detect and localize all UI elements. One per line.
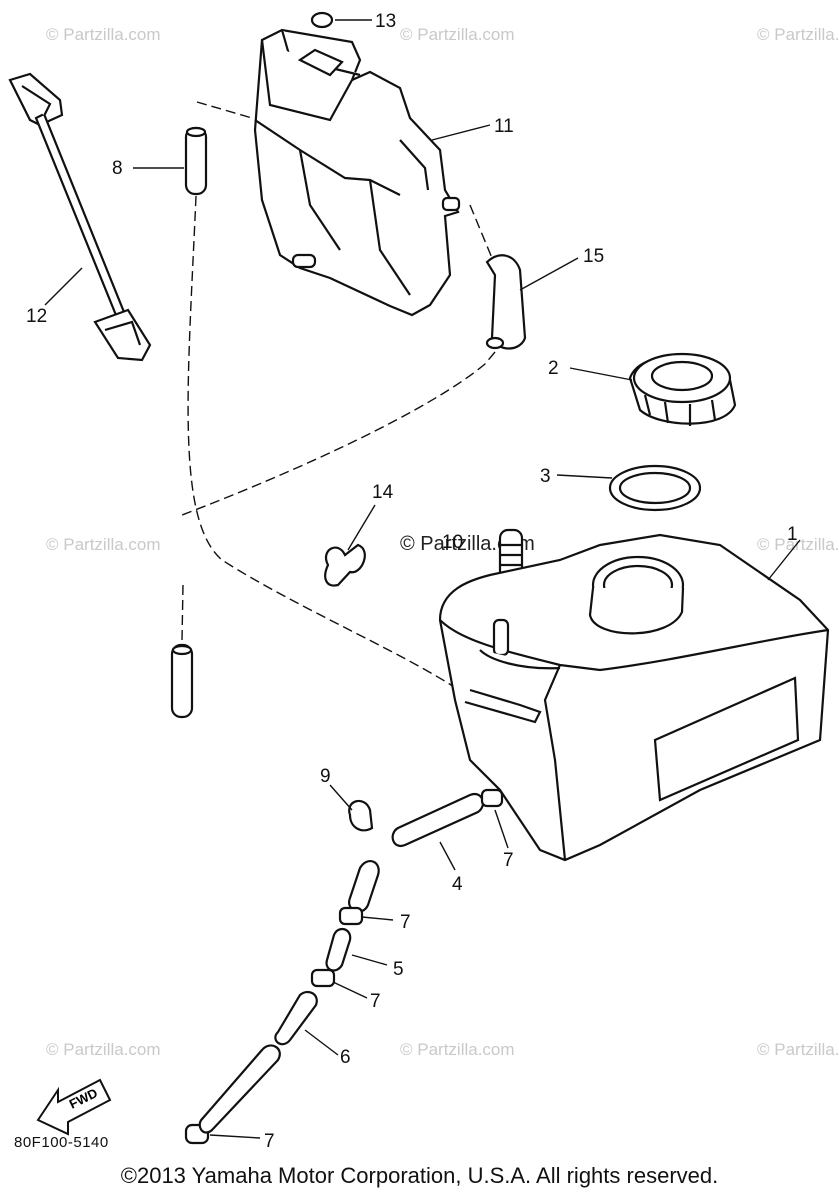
callout-6: 6: [340, 1047, 351, 1068]
callout-11: 11: [494, 116, 514, 137]
part-9-clip: [348, 799, 374, 832]
part-15-elbow-hose: [485, 254, 527, 350]
part-6-hose: [198, 990, 318, 1134]
part-4-hose: [348, 792, 485, 913]
callout-8: 8: [112, 158, 123, 179]
part-11-reservoir: [253, 28, 461, 317]
callout-7: 7: [503, 850, 514, 871]
fwd-arrow: FWD: [36, 1078, 112, 1136]
callout-7: 7: [400, 912, 411, 933]
callouts: 13 11 8 12 15 2 3 14 10 1 9 4 7 7 5 7 6 …: [26, 11, 798, 1152]
callout-1: 1: [787, 524, 798, 545]
callout-13: 13: [375, 11, 396, 32]
callout-4: 4: [452, 874, 463, 895]
callout-10: 10: [442, 532, 463, 553]
watermark: © Partzilla.com: [757, 1040, 839, 1059]
watermark: © Partzilla.com: [46, 1040, 161, 1059]
watermark: © Partzilla.com: [757, 25, 839, 44]
part-12-strap: [8, 72, 152, 362]
part-1-fuel-tank: [438, 533, 830, 862]
leader-lines: [44, 19, 801, 1139]
callout-15: 15: [583, 246, 604, 267]
part-5-joint: [325, 927, 352, 972]
part-7-clamp: [310, 968, 336, 988]
callout-14: 14: [372, 482, 394, 503]
part-7-clamp: [338, 906, 364, 926]
vent-hose-lower: [170, 643, 194, 719]
watermark: © Partzilla.com: [400, 25, 515, 44]
watermark: © Partzilla.com: [46, 535, 161, 554]
callout-12: 12: [26, 306, 47, 327]
watermark: © Partzilla.com: [757, 535, 839, 554]
callout-5: 5: [393, 959, 404, 980]
callout-7: 7: [370, 991, 381, 1012]
watermark: © Partzilla.com: [400, 1040, 515, 1059]
part-14-clip: [324, 543, 366, 587]
copyright-notice: ©2013 Yamaha Motor Corporation, U.S.A. A…: [120, 1163, 719, 1188]
diagram-part-number: 80F100-5140: [14, 1134, 109, 1151]
part-2-fuel-cap: [628, 352, 737, 426]
watermarks: © Partzilla.com © Partzilla.com © Partzi…: [46, 25, 839, 1059]
callout-3: 3: [540, 466, 551, 487]
callout-7: 7: [264, 1131, 275, 1152]
callout-9: 9: [320, 766, 331, 787]
part-7-clamp: [480, 788, 504, 808]
assembly-line: [181, 101, 541, 717]
part-3-gasket: [608, 464, 702, 512]
part-8-hose: [184, 126, 208, 196]
part-13-plug: [310, 11, 334, 29]
callout-2: 2: [548, 358, 559, 379]
watermark: © Partzilla.com: [46, 25, 161, 44]
